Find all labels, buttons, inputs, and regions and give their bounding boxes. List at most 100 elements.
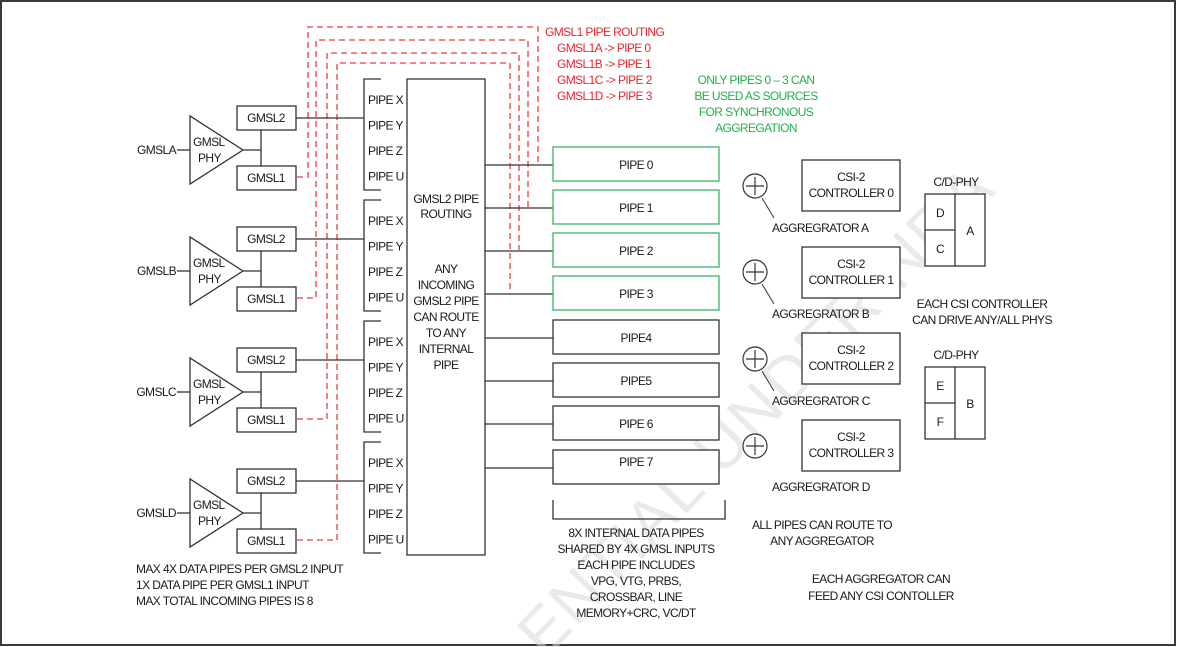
gmsl1-block	[236, 407, 297, 433]
aggregator-label: AGGREGRATOR B	[772, 307, 870, 321]
csi-note: EACH CSI CONTROLLER CAN DRIVE ANY/ALL PH…	[912, 297, 1053, 327]
aggregator-label: AGGREGRATOR D	[772, 480, 871, 494]
phy-lane-bottom: F	[937, 415, 944, 429]
gmsl1-block	[236, 165, 297, 191]
routing-title-line: ROUTING	[420, 207, 471, 221]
internal-pipes-bracket	[552, 500, 726, 520]
pipes-note-line: 8X INTERNAL DATA PIPES	[568, 526, 704, 540]
gmsl1-label: GMSL1	[247, 292, 286, 306]
feed-note: EACH AGGREGATOR CAN FEED ANY CSI CONTOLL…	[808, 572, 955, 603]
controller-box	[801, 159, 901, 212]
routing-body-line: INTERNAL	[419, 342, 474, 356]
controller-line2: CONTROLLER 2	[809, 359, 895, 373]
pipe-group-bracket	[363, 320, 381, 433]
gmsl-input-label: GMSLD	[136, 506, 177, 520]
internal-pipe-label: PIPE5	[620, 374, 652, 388]
aggregator-b: AGGREGRATOR B	[742, 259, 870, 321]
pipe-group-bracket	[363, 199, 381, 312]
controller-line2: CONTROLLER 3	[809, 446, 895, 460]
internal-pipe-label: PIPE 6	[619, 417, 654, 431]
gmsl2-label: GMSL2	[247, 474, 286, 488]
internal-pipe-box	[552, 189, 720, 225]
feed-note-line: EACH AGGREGATOR CAN	[812, 572, 950, 586]
gmsl2-block	[236, 468, 297, 494]
phy-label: PHY	[198, 393, 221, 407]
internal-pipe-label: PIPE 1	[619, 201, 654, 215]
gmsl2-label: GMSL2	[247, 111, 286, 125]
controller-line2: CONTROLLER 0	[809, 186, 895, 200]
pipes-note-line: SHARED BY 4X GMSL INPUTS	[558, 542, 716, 556]
phy-label: PHY	[198, 514, 221, 528]
gmsl1-routing-line: GMSL1A -> PIPE 0	[557, 41, 651, 55]
controller-box	[801, 332, 901, 385]
internal-pipe-4: PIPE4	[485, 319, 720, 355]
phy-label: PHY	[198, 151, 221, 165]
gmsl-input-label: GMSLB	[137, 264, 177, 278]
aggregator-leader-line	[761, 197, 775, 219]
phy-lane-bottom: C	[936, 242, 945, 256]
gmsl1-routing-line: GMSL1B -> PIPE 1	[557, 57, 652, 71]
routing-body-line: PIPE	[434, 358, 460, 372]
gmsl1c-route	[297, 52, 520, 420]
csi-note-line: EACH CSI CONTROLLER	[917, 297, 1049, 311]
phy-label: GMSL	[193, 377, 226, 391]
input-pipe-label: PIPE Y	[368, 119, 403, 133]
phy-label: PHY	[198, 272, 221, 286]
sync-note-line: BE USED AS SOURCES	[694, 89, 818, 103]
routing-body-line: CAN ROUTE	[413, 310, 479, 324]
input-pipe-label: PIPE Y	[368, 361, 403, 375]
aggregator-label: AGGREGRATOR A	[772, 221, 869, 235]
input-pipe-label: PIPE U	[368, 291, 404, 305]
input-pipe-label: PIPE Z	[368, 144, 403, 158]
input-pipe-label: PIPE X	[368, 335, 404, 349]
circle-plus-icon	[742, 173, 768, 199]
gmsl1-routing-lines	[297, 26, 539, 541]
phy-lane-right: B	[966, 397, 974, 411]
internal-pipe-label: PIPE 0	[619, 158, 654, 172]
internal-pipe-box	[552, 146, 720, 182]
gmsl2-routing-box	[406, 78, 486, 556]
circle-plus-icon	[742, 259, 768, 285]
input-pipe-label: PIPE X	[368, 456, 404, 470]
internal-pipe-box	[552, 232, 720, 268]
gmsl1-block	[236, 528, 297, 554]
pipe-group-bracket	[363, 441, 381, 554]
routing-box-text: GMSL2 PIPE ROUTING ANY INCOMING GMSL2 PI…	[413, 192, 480, 372]
phy-lane-right: A	[966, 224, 974, 238]
aggregator-d: AGGREGRATOR D	[742, 433, 871, 494]
input-pipe-label: PIPE X	[368, 214, 404, 228]
circle-plus-icon	[742, 346, 768, 372]
gmsl1-routing-line: GMSL1C -> PIPE 2	[557, 73, 653, 87]
controller-line1: CSI-2	[837, 343, 866, 357]
internal-pipe-label: PIPE4	[620, 331, 652, 345]
sync-note-line: FOR SYNCHRONOUS	[699, 105, 814, 119]
input-pipe-label: PIPE Z	[368, 265, 403, 279]
internal-pipe-box	[552, 405, 720, 441]
gmsl2-label: GMSL2	[247, 232, 286, 246]
input-note-line: MAX 4X DATA PIPES PER GMSL2 INPUT	[136, 562, 344, 576]
phy-label: GMSL	[193, 135, 226, 149]
aggregator-note-line: ALL PIPES CAN ROUTE TO	[752, 518, 892, 532]
routing-body-line: TO ANY	[426, 326, 467, 340]
internal-pipe-3: PIPE 3	[485, 275, 720, 311]
gmsl1a-route	[297, 26, 539, 178]
phy-title: C/D-PHY	[933, 348, 979, 362]
controller-line2: CONTROLLER 1	[809, 273, 895, 287]
internal-pipe-box	[552, 449, 720, 485]
sync-aggregation-note: ONLY PIPES 0 – 3 CAN BE USED AS SOURCES …	[694, 73, 818, 135]
internal-pipe-label: PIPE 2	[619, 244, 654, 258]
circle-plus-icon	[742, 433, 768, 459]
internal-pipe-1: PIPE 1	[485, 189, 720, 225]
input-pipe-label: PIPE X	[368, 93, 404, 107]
pipes-note-line: EACH PIPE INCLUDES	[577, 558, 695, 572]
internal-pipe-6: PIPE 6	[485, 405, 720, 441]
gmsl-phy-triangle	[189, 114, 245, 186]
input-note-line: MAX TOTAL INCOMING PIPES IS 8	[136, 594, 314, 608]
